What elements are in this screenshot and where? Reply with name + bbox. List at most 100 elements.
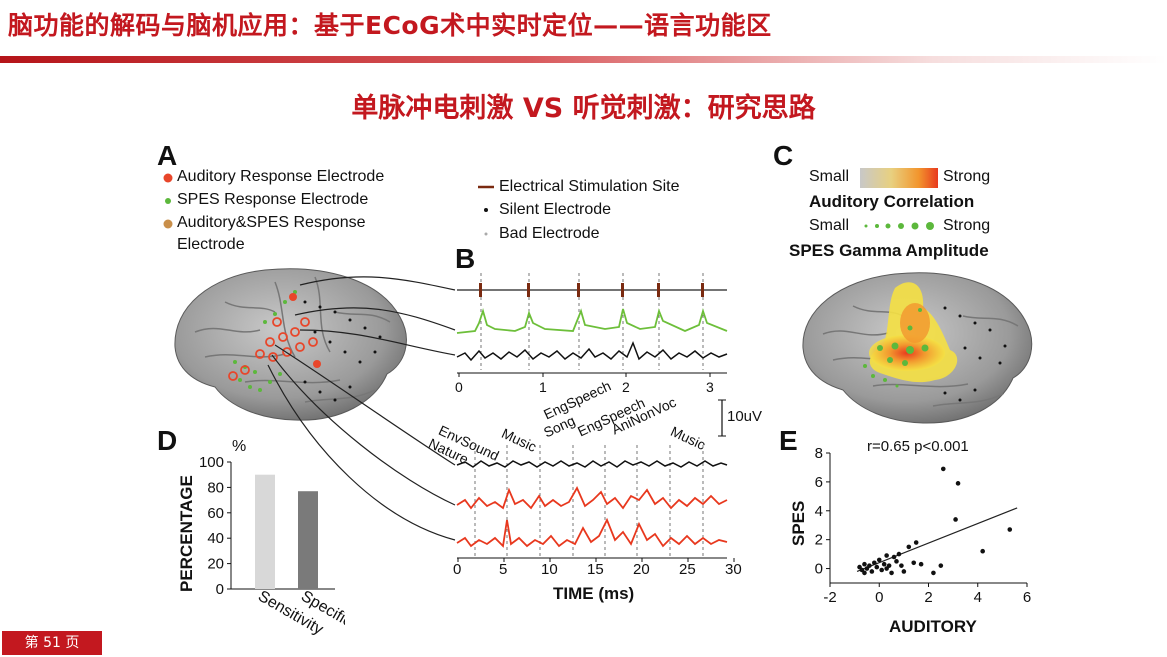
legend-auditory-label: Auditory Response Electrode [177,168,385,185]
b-top-tick-3: 3 [706,379,714,395]
e-scatter-point [881,561,887,567]
e-scatter-point [894,559,899,564]
e-ytick-label: 4 [815,503,823,520]
slide-title: 脑功能的解码与脑机应用：基于ECoG术中实时定位——语言功能区 [8,11,772,40]
e-scatter-point [918,561,924,567]
d-ytick-label: 60 [207,505,224,522]
b-bottom-tick-30: 30 [725,561,742,578]
e-scatter-point [913,540,919,545]
e-scatter-point [980,548,985,554]
panel-a-letter: A [157,140,178,171]
d-ytick-label: 20 [207,556,224,573]
d-ytick-label: 80 [207,479,224,496]
c-scale2-small: Small [809,217,850,234]
e-scatter-point [896,551,902,557]
b-bottom-tick-15: 15 [587,561,604,578]
e-scatter-point [862,561,867,567]
b-bottom-tick-20: 20 [633,561,650,578]
e-scatter-point [940,466,946,472]
auditory-correlation-colorbar [860,168,938,188]
b-bottom-tick-25: 25 [679,561,696,578]
b-bottom-tick-5: 5 [499,561,508,578]
e-scatter-point [867,563,872,568]
title-divider [0,56,1167,63]
e-scatter-point [901,569,907,574]
b-xlabel: TIME (ms) [553,584,635,603]
e-scatter-point [955,481,961,486]
legend-silent-label: Silent Electrode [499,201,612,218]
e-scatter-point [872,560,877,566]
e-scatter-point [886,563,892,568]
spes-legend-marker [165,198,171,204]
e-scatter-point [906,544,912,550]
d-ylabel: PERCENTAGE [177,475,196,592]
panel-e-letter: E [779,425,798,456]
silent-electrode-marker [484,208,488,212]
e-fit-line [856,507,1018,573]
legend-stim-site-label: Electrical Stimulation Site [499,178,680,195]
panel-b-legend-markers [478,185,494,236]
legend-both-label: Auditory&SPES Response [177,214,366,231]
e-ytick-label: 6 [815,474,823,491]
both-legend-marker [163,219,173,229]
e-scatter-point [884,553,889,558]
e-xtick-label: 4 [974,589,982,606]
d-unit-label: % [232,438,247,455]
e-scatter-point [891,554,897,560]
c-scale1-title: Auditory Correlation [809,192,975,211]
panel-d-letter: D [157,425,178,456]
e-scatter-point [938,563,944,568]
c-scale2-strong: Strong [943,217,991,234]
e-scatter-point [889,570,894,576]
d-ytick-label: 0 [216,581,224,598]
e-xtick-label: 0 [875,589,883,606]
d-bar-sensitivity [255,474,275,589]
e-ytick-label: 8 [815,445,823,462]
b-bottom-tick-0: 0 [453,561,462,578]
e-ytick-label: 2 [815,532,823,549]
b-top-tick-1: 1 [539,379,547,395]
c-scale1-small: Small [809,168,850,185]
e-scatter-point [953,517,958,522]
e-xtick-label: -2 [823,589,836,606]
scale-bar [718,399,726,437]
slide-subtitle: 单脉冲电刺激 VS 听觉刺激：研究思路 [351,93,816,124]
e-scatter-point [874,564,880,570]
e-scatter-point [931,570,936,576]
e-scatter-point [876,557,882,563]
panel-b-letter: B [455,243,476,274]
scale-bar-label: 10uV [727,408,763,425]
legend-bad-label: Bad Electrode [499,225,600,242]
legend-spes-label: SPES Response Electrode [177,191,369,208]
b-top-tick-0: 0 [455,379,463,395]
e-xlabel: AUDITORY [889,617,977,636]
auditory-legend-marker [163,173,173,183]
e-scatter-point [899,563,904,568]
panel-a-legend-markers [163,173,173,229]
e-scatter-point [869,569,875,574]
spes-traces-plot [456,273,728,377]
brain-image-c [802,272,1033,424]
e-scatter-point [862,570,867,576]
page-number-badge: 第 51 页 [2,631,102,655]
e-xtick-label: 6 [1023,589,1031,606]
panel-c-letter: C [773,140,794,171]
c-scale2-title: SPES Gamma Amplitude [789,241,989,260]
legend-both-label-line2: Electrode [177,236,245,253]
e-ytick-label: 0 [815,561,823,578]
d-ytick-label: 100 [199,454,224,471]
b-bottom-tick-10: 10 [541,561,558,578]
brain-image-a [174,268,407,421]
e-xtick-label: 2 [924,589,932,606]
bad-electrode-marker [484,232,488,236]
e-scatter-point [911,560,917,566]
d-bar-specificity [298,491,318,589]
c-scale1-strong: Strong [943,168,991,185]
e-scatter-point [879,567,885,573]
b-top-tick-2: 2 [622,379,630,395]
spes-amplitude-dot-scale [864,222,934,230]
e-scatter-point [1007,527,1013,532]
auditory-traces-plot [456,445,735,562]
